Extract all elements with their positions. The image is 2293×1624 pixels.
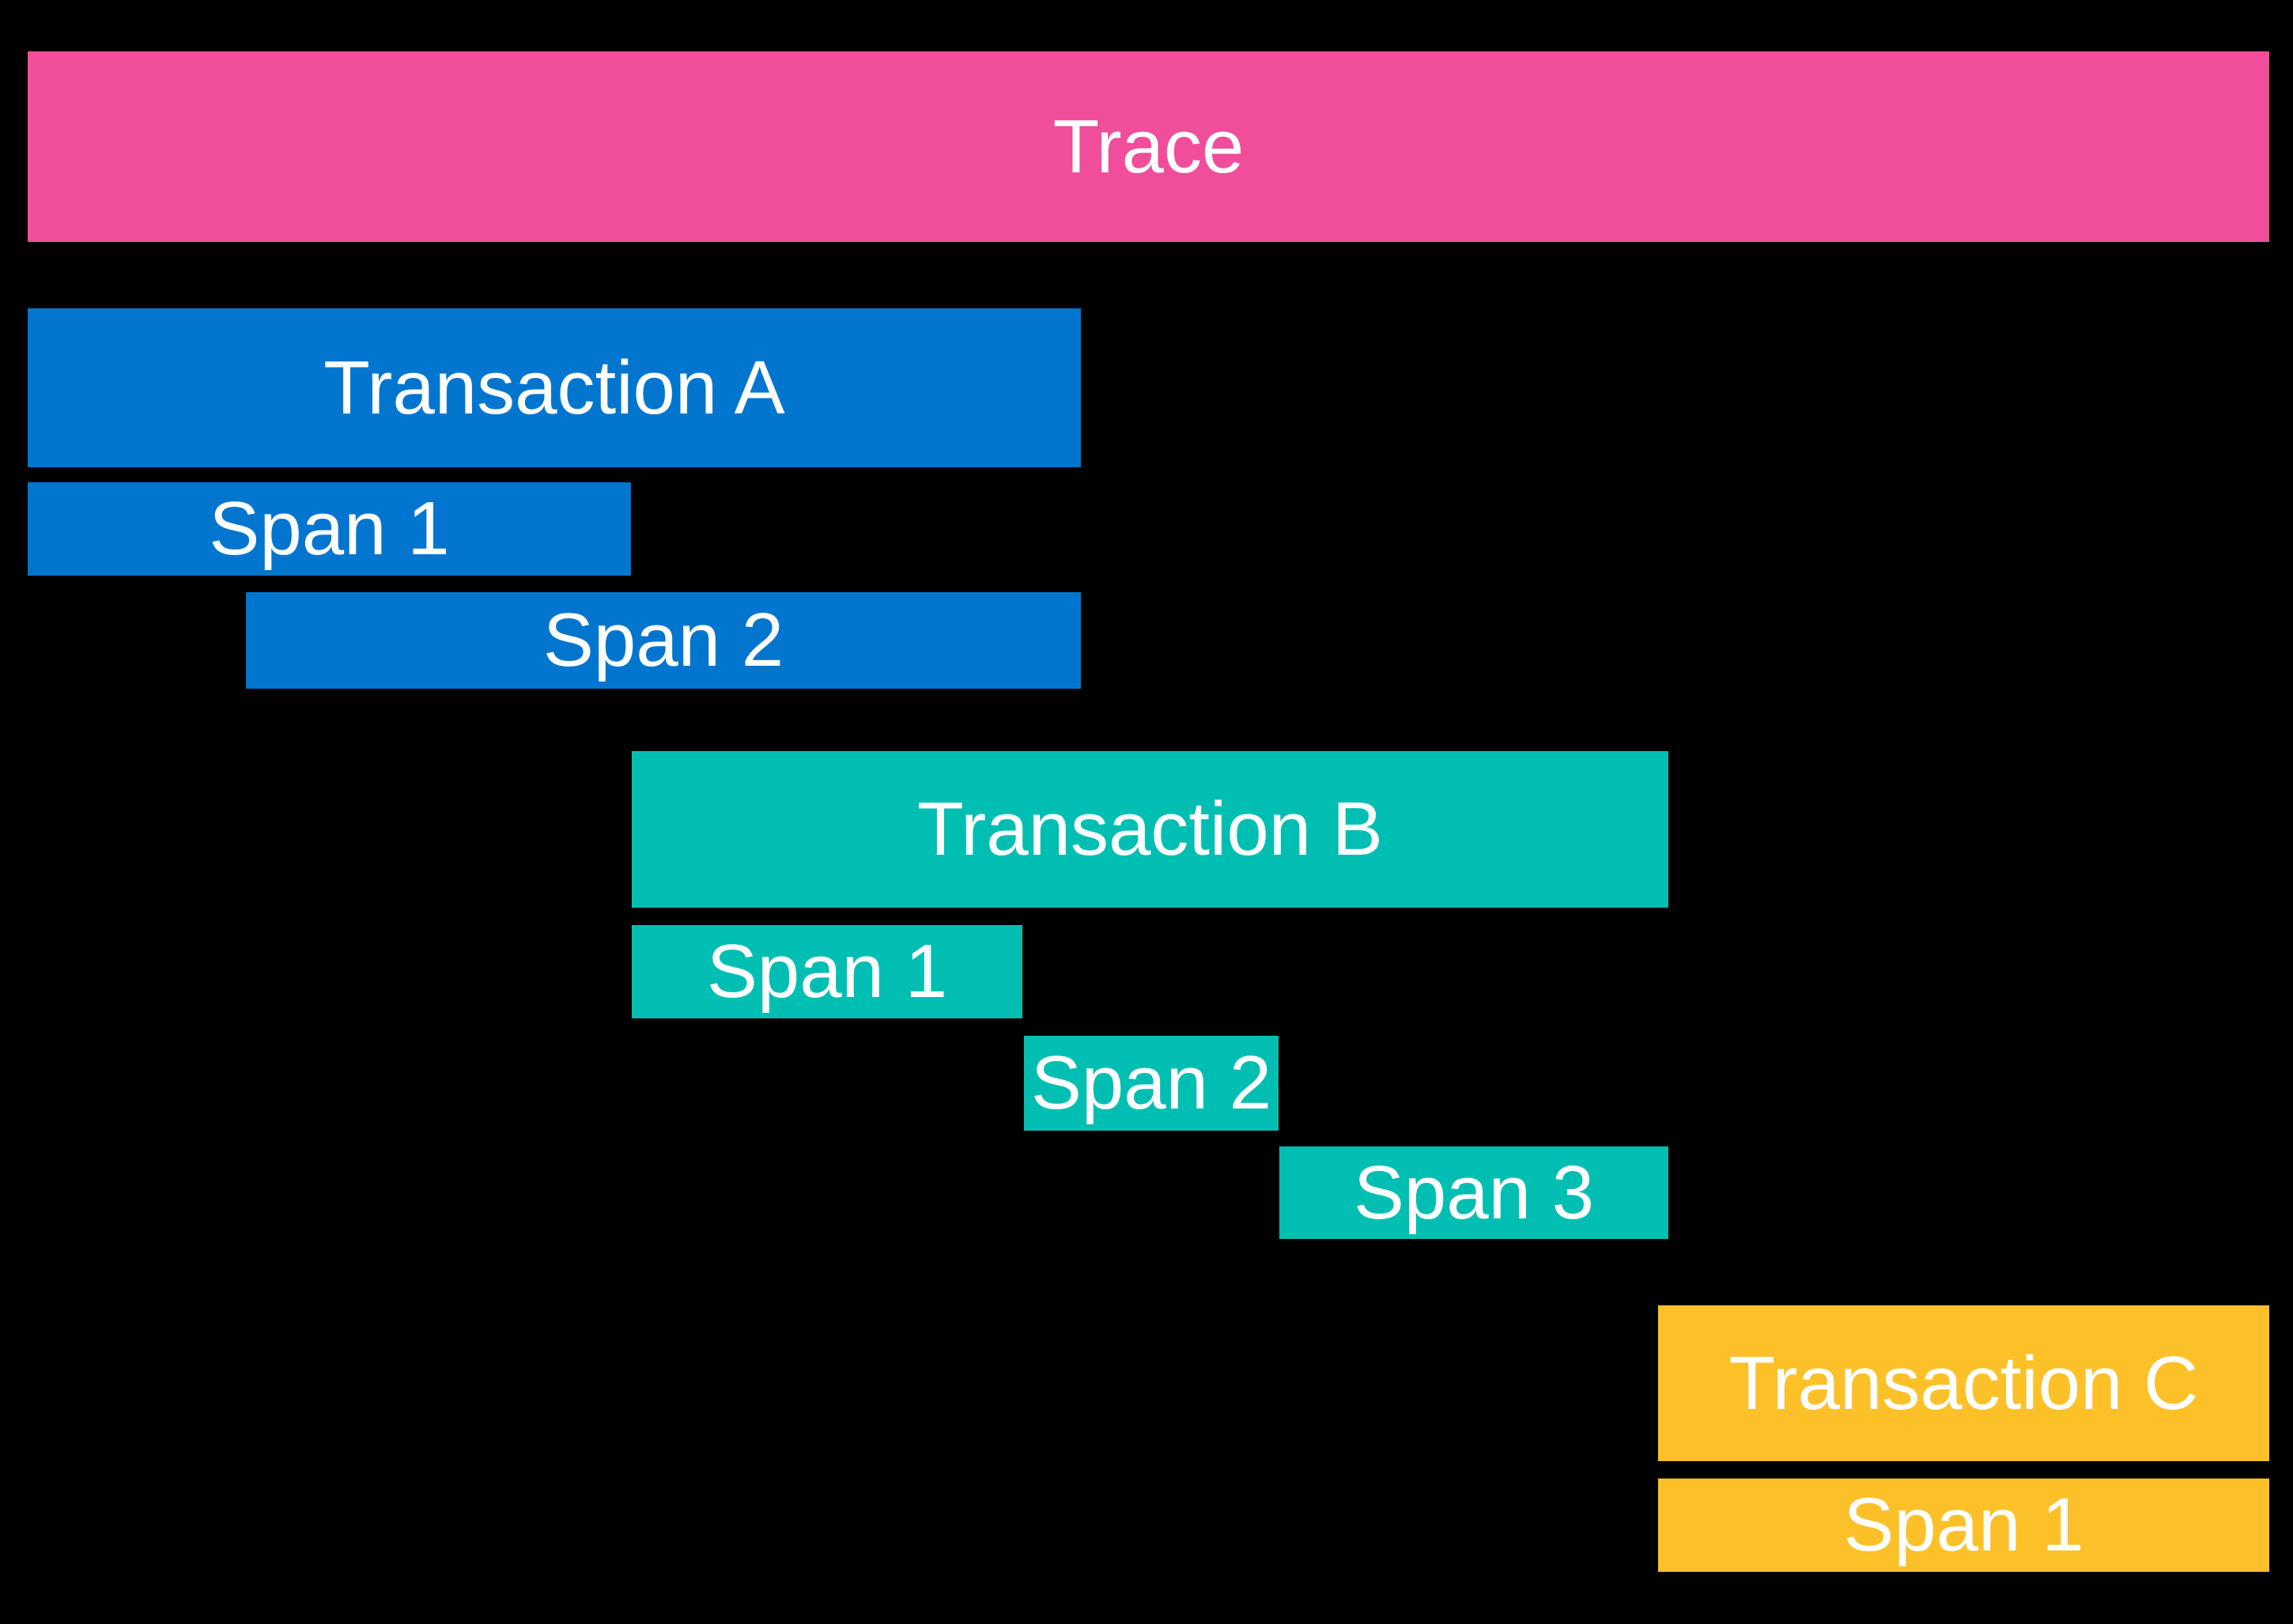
transaction-a-span-1-label: Span 1 <box>209 486 450 571</box>
transaction-b-span-3-label: Span 3 <box>1353 1150 1595 1235</box>
transaction-c-label: Transaction C <box>1728 1340 2199 1426</box>
transaction-c-span-1-label: Span 1 <box>1843 1482 2084 1567</box>
transaction-b-span-3-bar: Span 3 <box>1279 1146 1668 1239</box>
transaction-a-label: Transaction A <box>323 345 785 430</box>
transaction-a-span-2-bar: Span 2 <box>246 592 1081 689</box>
transaction-c-span-1-bar: Span 1 <box>1658 1479 2269 1572</box>
transaction-c-bar: Transaction C <box>1658 1305 2269 1461</box>
trace-bar: Trace <box>28 51 2269 242</box>
transaction-b-bar: Transaction B <box>632 751 1668 908</box>
transaction-b-span-1-bar: Span 1 <box>632 925 1022 1018</box>
transaction-a-span-1-bar: Span 1 <box>28 482 631 576</box>
transaction-b-label: Transaction B <box>917 787 1383 871</box>
trace-label: Trace <box>1052 104 1245 189</box>
transaction-a-bar: Transaction A <box>28 308 1081 467</box>
transaction-b-span-2-label: Span 2 <box>1030 1040 1272 1125</box>
transaction-a-span-2-label: Span 2 <box>542 598 784 682</box>
transaction-b-span-2-bar: Span 2 <box>1024 1036 1279 1131</box>
transaction-b-span-1-label: Span 1 <box>706 929 948 1014</box>
